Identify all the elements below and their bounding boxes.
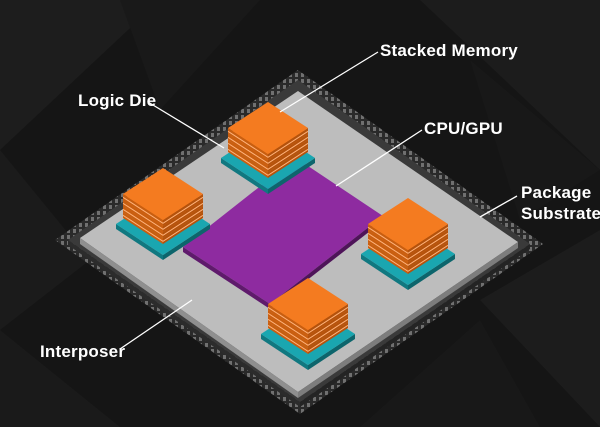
- memory-stack-right: [361, 198, 455, 290]
- memory-stacks: [116, 102, 455, 370]
- dram-layer: [122, 168, 204, 226]
- dram-layer: [267, 278, 349, 336]
- leader-stacked-memory: [279, 51, 379, 113]
- memory-stack-left: [116, 168, 210, 260]
- memory-stack-bottom: [261, 278, 355, 370]
- label-package-line2: Substrate: [521, 204, 600, 224]
- label-stacked-memory: Stacked Memory: [380, 41, 518, 60]
- leader-interposer: [119, 299, 193, 350]
- leader-package-substrate: [479, 195, 518, 218]
- label-interposer: Interposer: [40, 342, 126, 361]
- label-package-line1: Package: [521, 183, 592, 202]
- dram-layer: [227, 102, 309, 160]
- label-logic-die: Logic Die: [78, 91, 157, 110]
- leader-logic-die: [147, 101, 225, 149]
- label-cpu-gpu: CPU/GPU: [424, 119, 503, 138]
- leader-cpu-gpu: [335, 129, 423, 187]
- leader-lines: [119, 51, 518, 350]
- dram-layer: [367, 198, 449, 256]
- label-package-substrate: Package Substrate: [521, 182, 600, 225]
- memory-stack-top: [221, 102, 315, 194]
